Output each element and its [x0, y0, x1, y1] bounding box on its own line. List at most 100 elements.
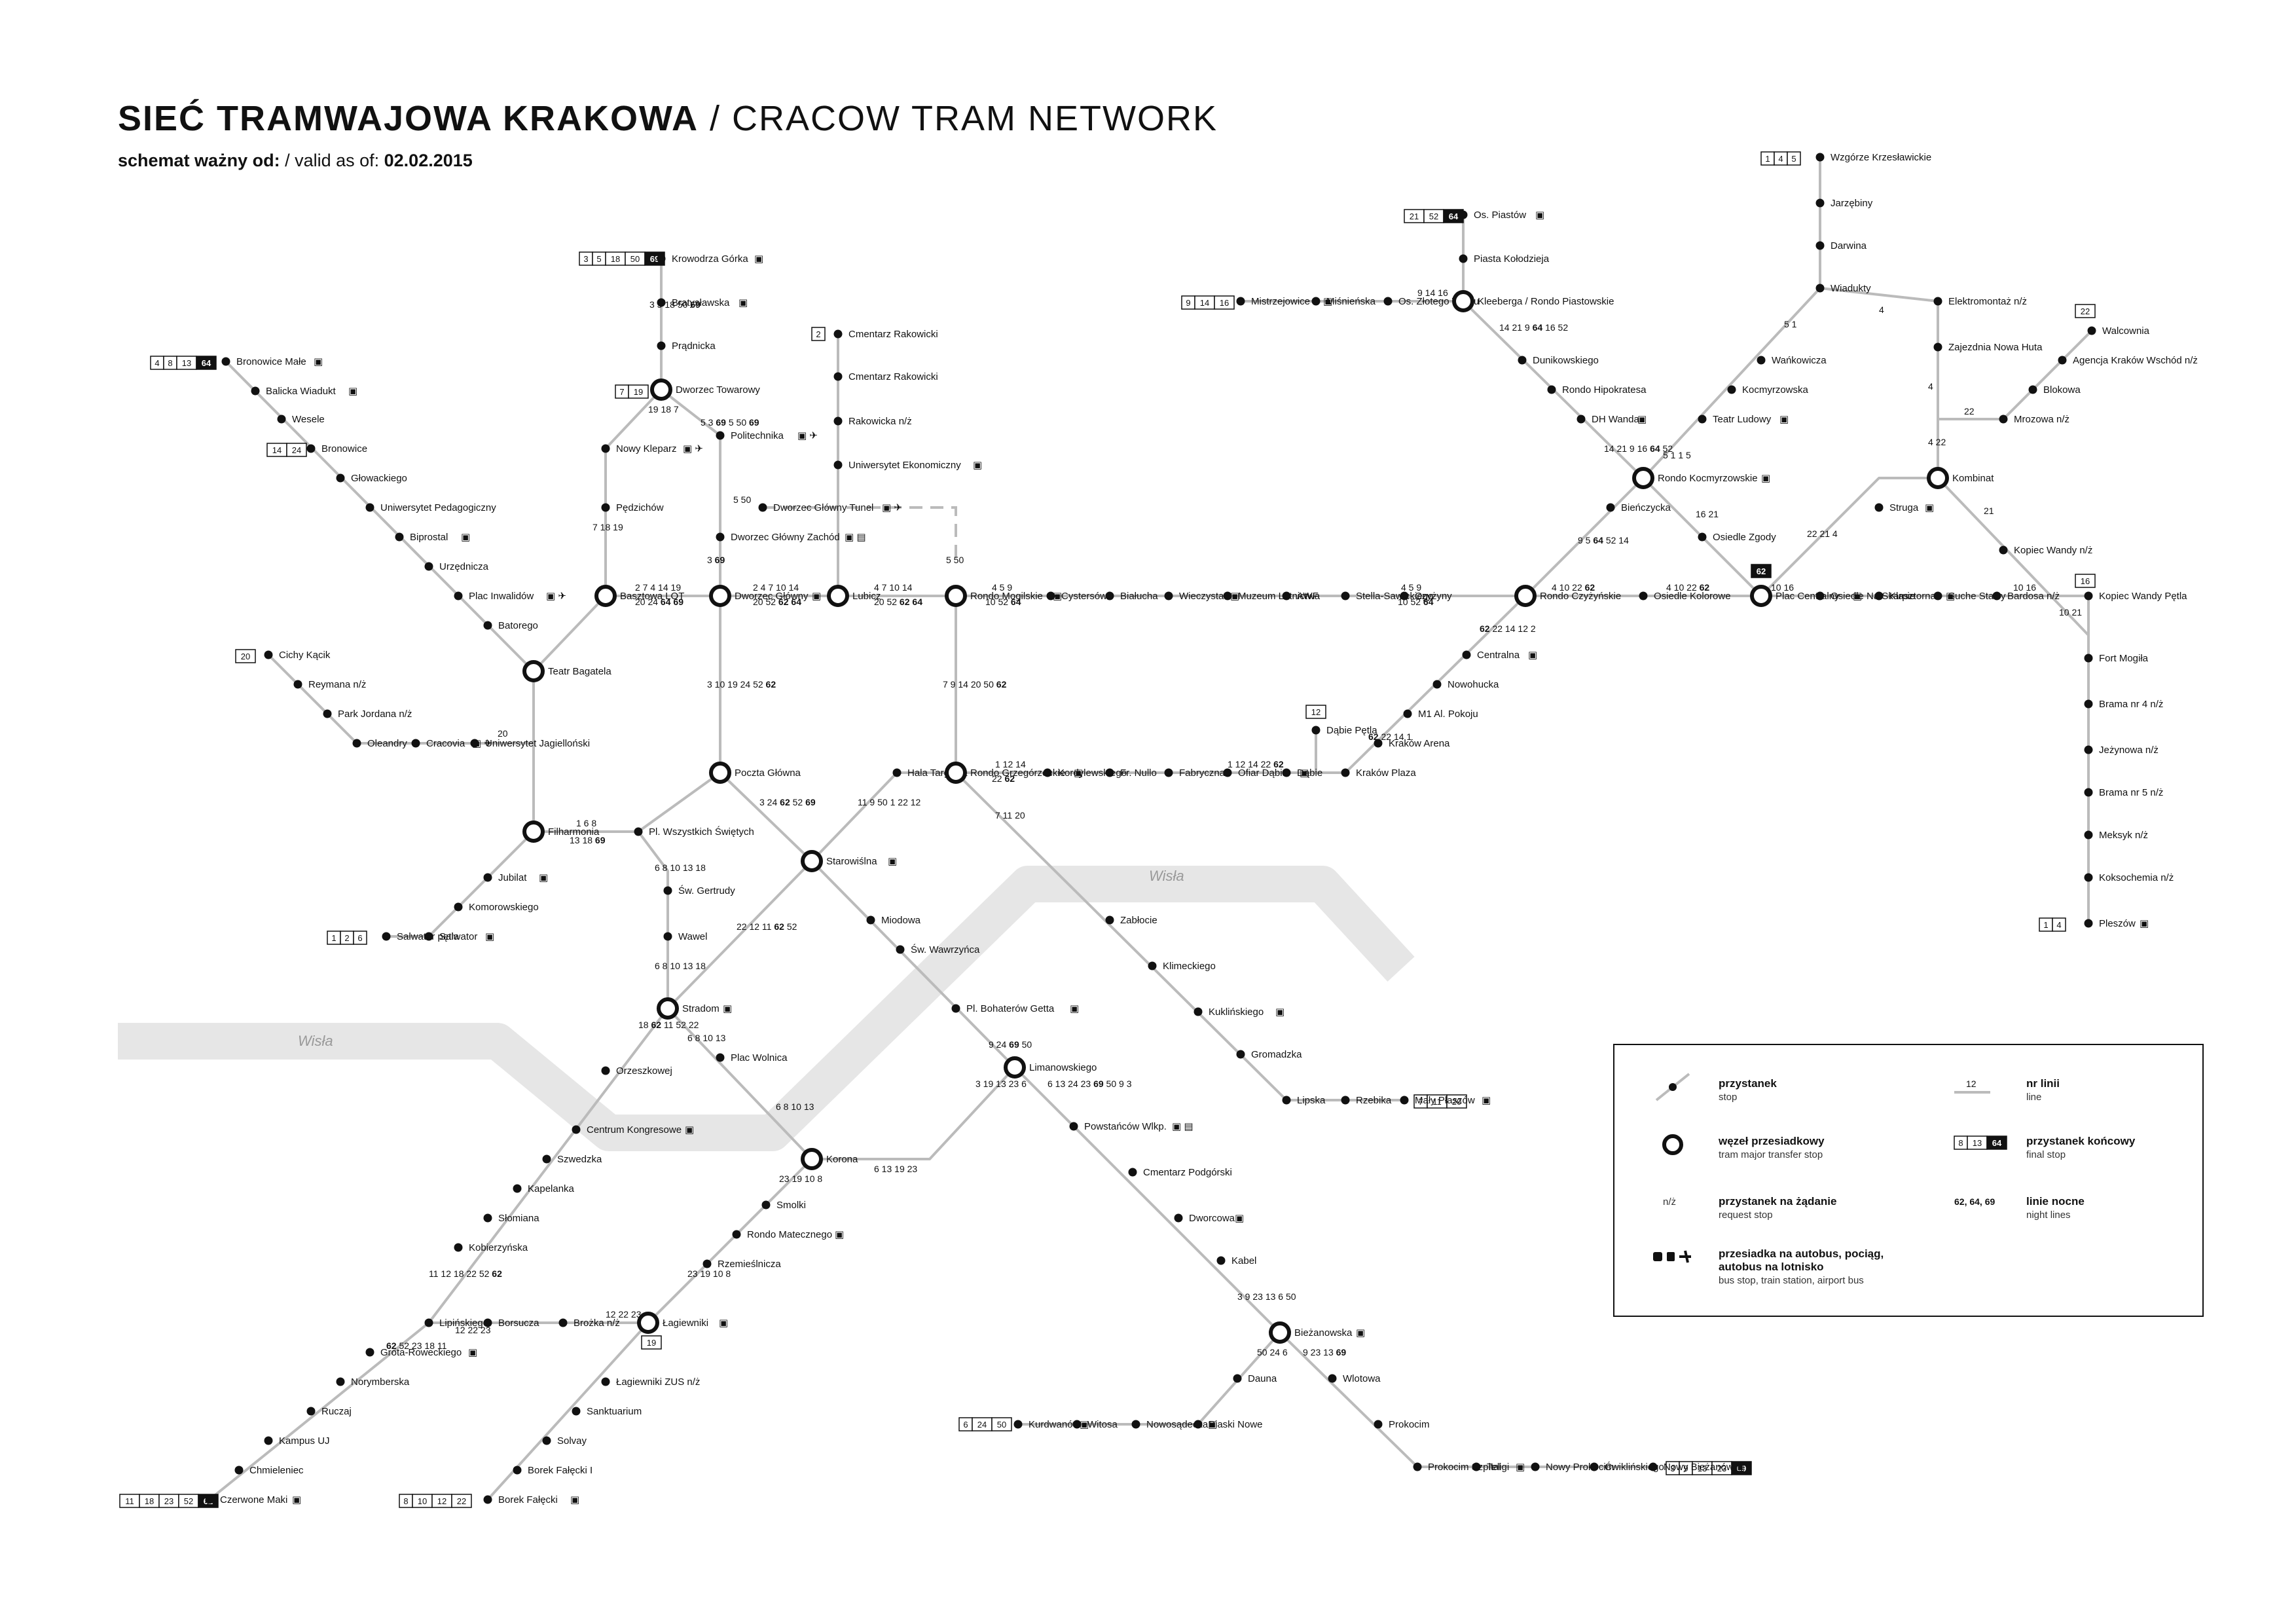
- interchange-icon: ▣: [1946, 591, 1955, 602]
- stop-marker: [1374, 1420, 1383, 1429]
- interchange-icon: ▣ ✈: [683, 443, 703, 454]
- line-label: 20 52 62 64: [753, 597, 801, 607]
- stop-marker: [1341, 768, 1350, 777]
- stop-marker: [1282, 768, 1291, 777]
- interchange-icon: ▣: [1853, 591, 1862, 602]
- stop-label: Plac Wolnica: [731, 1052, 788, 1063]
- stop-batorego: Batorego: [483, 620, 538, 631]
- stop-marker: [732, 1230, 741, 1239]
- stop-label: Dworzec Główny Zachód: [731, 532, 840, 543]
- legend-request-symbol: n/ż: [1663, 1196, 1676, 1208]
- interchange-icon: ▣ ✈: [882, 502, 902, 513]
- stop-slomiana: Słomiana: [483, 1213, 539, 1224]
- stop-bronowice: Bronowice: [306, 443, 367, 454]
- stop-label: Wlotowa: [1343, 1373, 1381, 1384]
- stop-marker: [1328, 1374, 1337, 1383]
- stop-label: Jeżynowa n/ż: [2099, 745, 2159, 756]
- stop-label: Cracovia: [426, 738, 465, 749]
- badge-line-number: 10: [418, 1496, 427, 1506]
- stop-marker: [1999, 545, 2008, 555]
- badge-line-number: 52: [184, 1496, 193, 1506]
- stop-label: Witosa: [1087, 1419, 1118, 1430]
- badge-line-number: 8: [168, 358, 172, 368]
- stop-label: Kocmyrzowska: [1742, 384, 1809, 396]
- line-label: 1 12 14: [995, 759, 1026, 769]
- hub-icon: [1452, 290, 1474, 312]
- hub-icon: [1269, 1321, 1291, 1344]
- stop-rzebika: Rzebika: [1341, 1095, 1392, 1106]
- stop-bardosa-n-z: Bardosa n/ż: [1992, 591, 2060, 602]
- stop-label: Dąbie: [1297, 767, 1322, 779]
- stop-label: Jubilat: [498, 872, 527, 883]
- stop-marker: [1148, 961, 1157, 970]
- stop-koksochemia-n-z: Koksochemia n/ż: [2084, 872, 2174, 883]
- badge-line-number: 3: [583, 254, 588, 264]
- stop-label: Uniwersytet Jagielloński: [485, 738, 590, 749]
- badge-line-number: 50: [630, 254, 640, 264]
- interchange-icon: ▣: [314, 356, 323, 367]
- stop-label: Prokocim: [1389, 1419, 1430, 1430]
- line-label: 3 9 23 13 6 50: [1237, 1291, 1296, 1302]
- legend-request: przystanek na żądanie: [1719, 1195, 1836, 1208]
- legend-line: nr linii: [2026, 1077, 2060, 1090]
- stop-label: Salwator pętla: [397, 931, 460, 942]
- stop-dworzec-glowny-zachod: Dworzec Główny Zachód ▣ ▤: [716, 532, 866, 543]
- stop-marker: [424, 932, 433, 941]
- stop-biezanowska: Bieżanowska▣: [1269, 1321, 1365, 1344]
- line-label: 5 50: [733, 494, 751, 505]
- interchange-icon: ▣: [1535, 210, 1544, 221]
- stop-label: Lubicz: [852, 591, 881, 602]
- stop-kampus-uj: Kampus UJ: [264, 1435, 330, 1447]
- stop-marker: [866, 915, 875, 925]
- stop-marker: [572, 1125, 581, 1134]
- validity-date: schemat ważny od: / valid as of: 02.02.2…: [118, 151, 1218, 171]
- stop-label: Urzędnicza: [439, 561, 489, 572]
- line-label: 6 8 10 13 18: [655, 862, 706, 873]
- interchange-icons: [1653, 1250, 1691, 1263]
- hub-icon: [522, 660, 545, 682]
- stop-label: Czyżyny: [1415, 591, 1452, 602]
- badge-line-number: 16: [2081, 576, 2090, 586]
- stop-label: Kabel: [1231, 1255, 1256, 1266]
- line-label: 23 19 10 8: [779, 1173, 822, 1184]
- interchange-icon: ▣ ▤: [845, 532, 866, 543]
- stop-brama-nr-5-n-z: Brama nr 5 n/ż: [2084, 787, 2163, 798]
- stop-label: Batorego: [498, 620, 538, 631]
- stop-bronowice-male: Bronowice Małe▣: [221, 356, 323, 367]
- stop-label: Klasztorna: [1889, 591, 1937, 602]
- stop-marker: [1459, 210, 1468, 219]
- stop-marker: [1639, 591, 1648, 600]
- stop-label: Prądnicka: [672, 341, 716, 352]
- stop-marker: [1815, 284, 1825, 293]
- badge-line-number: 9: [1186, 298, 1190, 308]
- stop-powstancow-wlkp: Powstańców Wlkp.▣ ▤: [1069, 1121, 1194, 1132]
- interchange-icon: ▣: [1323, 296, 1332, 307]
- stop-label: Mrozowa n/ż: [2014, 414, 2069, 425]
- badge-line-number: 13: [1973, 1138, 1982, 1148]
- stop-marker: [1400, 591, 1409, 600]
- stop-marker: [2084, 919, 2093, 928]
- stop-marker: [483, 1495, 492, 1504]
- stop-marker: [336, 473, 345, 483]
- stop-wawel: Wawel: [663, 931, 707, 942]
- stop-marker: [1547, 385, 1556, 394]
- stop-label: Kuklińskiego: [1209, 1006, 1264, 1018]
- stop-label: Kraków Plaza: [1356, 767, 1416, 779]
- stop-label: Osiedle Zgody: [1713, 532, 1776, 543]
- interchange-icon: ▣ ▤: [1172, 1121, 1194, 1132]
- legend-interchange-en: bus stop, train station, airport bus: [1719, 1275, 1864, 1286]
- stop-marker: [1233, 1374, 1242, 1383]
- badge-line-number: 14: [272, 445, 282, 455]
- line-label: 20 24 64 69: [635, 597, 683, 607]
- stop-marker: [411, 739, 420, 748]
- stop-kabel: Kabel: [1216, 1255, 1256, 1266]
- stop-cmentarz-podgorski: Cmentarz Podgórski: [1128, 1167, 1232, 1178]
- line-label: 10 16: [1771, 582, 1794, 593]
- badge-line-number: 9: [1683, 1464, 1688, 1473]
- legend-final: przystanek końcowy: [2026, 1135, 2136, 1147]
- stop-label: Łagiewniki ZUS n/ż: [616, 1376, 700, 1388]
- stop-misnienska: Miśnieńska: [1311, 296, 1376, 307]
